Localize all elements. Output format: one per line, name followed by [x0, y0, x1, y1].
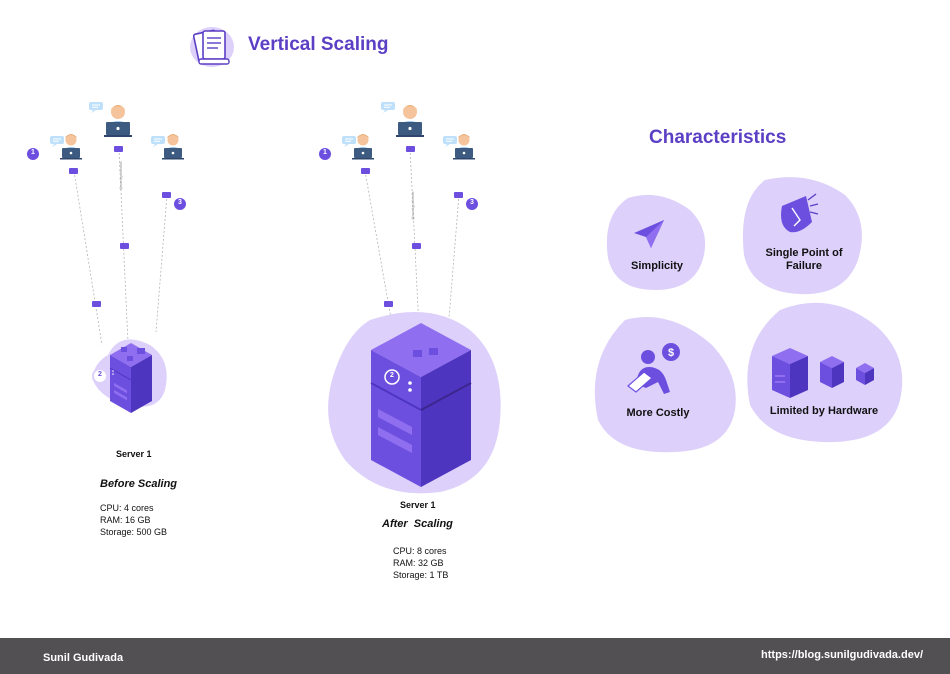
characteristic-limited-by-hardware: Limited by Hardware: [769, 405, 879, 417]
ram-spec: RAM: 32 GB: [393, 558, 444, 568]
badge-3: [466, 198, 478, 210]
user-3-icon: [443, 134, 475, 160]
server-small-icon: [109, 343, 152, 413]
servers-icon: [772, 348, 874, 398]
storage-spec: Storage: 500 GB: [100, 527, 168, 537]
user-1-icon: [50, 134, 82, 160]
badge-1-label: 1: [31, 149, 35, 156]
characteristic-more-costly: More Costly: [626, 407, 690, 419]
data-packets: [69, 146, 171, 307]
dollar-person-icon: $: [627, 343, 680, 394]
user-3-icon: [151, 134, 184, 160]
badge-2-label: 2: [98, 371, 102, 378]
after-diagram: [319, 102, 501, 494]
cpu-spec: CPU: 4 cores: [100, 503, 154, 513]
svg-text:$: $: [668, 347, 674, 359]
footer-author: Sunil Gudivada: [43, 652, 124, 664]
before-diagram: [27, 102, 186, 413]
user-1-icon: [342, 134, 374, 160]
badge-3-label: 3: [470, 199, 474, 206]
footer-url[interactable]: https://blog.sunilgudivada.dev/: [761, 649, 923, 661]
badge-1-label: 1: [323, 149, 327, 156]
characteristic-label-line-2: Failure: [785, 260, 823, 272]
badge-3-label: 3: [178, 199, 182, 206]
badge-1: [319, 148, 331, 160]
characteristic-label-line-1: Single Point of: [765, 247, 843, 259]
characteristics-title: Characteristics: [649, 127, 787, 148]
after-scaling-label: After Scaling: [382, 518, 453, 530]
user-2-icon: [381, 102, 424, 137]
server-label: Server 1: [400, 500, 436, 510]
badge-2: [384, 369, 400, 385]
document-icon: [190, 27, 234, 67]
server-large-icon: [370, 323, 472, 487]
user-2-icon: [89, 102, 132, 137]
characteristic-simplicity: Simplicity: [631, 260, 683, 272]
characteristics-blobs: [594, 177, 903, 453]
badge-3: [174, 198, 186, 210]
server-label: Server 1: [116, 449, 152, 459]
footer-bar: [0, 638, 950, 674]
badge-2-label: 2: [390, 372, 394, 379]
badge-2: [92, 368, 108, 384]
data-packets: [361, 146, 463, 307]
watermark: @sunilgudivada: [118, 161, 123, 190]
storage-spec: Storage: 1 TB: [393, 570, 449, 580]
badge-1: [27, 148, 39, 160]
before-specs: CPU: 4 cores RAM: 16 GB Storage: 500 GB: [100, 502, 167, 538]
ram-spec: RAM: 16 GB: [100, 515, 151, 525]
after-specs: CPU: 8 cores RAM: 32 GB Storage: 1 TB: [393, 545, 448, 581]
broken-heart-icon: [781, 193, 819, 233]
watermark: @sunilgudivada: [410, 191, 415, 220]
before-scaling-label: Before Scaling: [100, 478, 178, 490]
paper-plane-icon: [634, 220, 664, 248]
page-title: Vertical Scaling: [248, 34, 389, 55]
connection-lines: [364, 148, 460, 331]
characteristic-single-point-of-failure: Single Point of Failure: [744, 247, 864, 273]
cpu-spec: CPU: 8 cores: [393, 546, 447, 556]
